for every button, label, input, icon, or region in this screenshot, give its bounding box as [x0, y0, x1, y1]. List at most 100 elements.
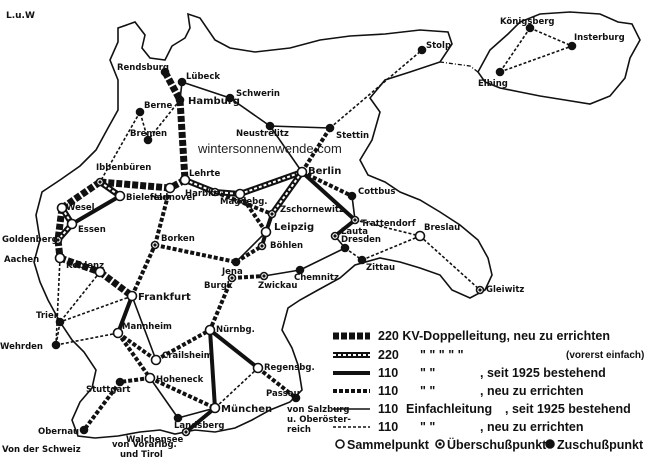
line-neustrelitz-schwerin — [229, 97, 271, 127]
legend-row-4-ditto: " " — [420, 384, 435, 398]
label-nurnberg: Nürnbg. — [216, 325, 255, 335]
line-nurnberg-munchen — [208, 329, 217, 409]
line-crailsheim-nurnberg — [155, 328, 211, 362]
point-dot-borken — [153, 243, 157, 247]
point-leipzig — [260, 226, 272, 238]
legend-row-3-note: , seit 1925 bestehend — [480, 366, 606, 380]
point-dot-lauta — [333, 234, 337, 238]
label-insterburg: Insterburg — [574, 33, 625, 43]
label-lauta: Lauta — [341, 227, 368, 237]
point-hoheneck — [144, 372, 156, 384]
point-dot-trattendorf — [353, 218, 357, 222]
point-crailsheim — [150, 354, 162, 366]
point-wesel — [56, 202, 68, 214]
border-east — [439, 61, 479, 73]
line-bielefeld-essen — [70, 194, 122, 226]
label-breslau: Breslau — [424, 223, 460, 233]
line-chemnitz-dresden — [299, 247, 346, 271]
line-hoheneck-landsberg — [149, 377, 179, 419]
legend-row-6-kv: 110 — [378, 420, 398, 434]
line-berlin-neustrelitz — [269, 125, 303, 173]
label-elbing: Elbing — [478, 79, 508, 89]
line-zittau-breslau — [361, 235, 421, 261]
point-lubeck — [177, 77, 187, 87]
point-elbing — [495, 67, 505, 77]
line-hoheneck-stuttgart — [119, 376, 151, 384]
point-regensburg — [252, 362, 264, 374]
label-trier: Trier — [36, 311, 59, 321]
line-zwickau-chemnitz — [263, 269, 301, 277]
point-breslau — [414, 230, 426, 242]
legend-row-5-ditto: Einfachleitung — [406, 402, 492, 416]
label-bremen: Bremen — [130, 129, 167, 139]
line-rendsburg-hamburg — [161, 70, 184, 102]
legend-row-2-kv: 220 — [378, 348, 399, 362]
label-wesel: Wesel — [66, 203, 95, 213]
legend-uberschusspunkt: Überschußpunkt — [447, 437, 547, 452]
point-bremen — [143, 135, 153, 145]
point-obernau — [79, 425, 89, 435]
label-gleiwitz: Gleiwitz — [486, 285, 524, 295]
line-landsberg-munchen — [177, 407, 216, 419]
line-inner-magdeburg-berlin — [239, 171, 303, 195]
legend-zuschusspunkt: Zuschußpunkt — [557, 438, 644, 452]
point-koblenz — [94, 266, 106, 278]
line-berlin-cottbus — [301, 170, 353, 198]
line-breslau-gleiwitz — [419, 235, 481, 291]
annotation-schweiz: Von der Schweiz — [2, 445, 81, 455]
legend-row-4-note: , neu zu errichten — [480, 384, 584, 398]
line-hannover-ibbenburen — [99, 178, 171, 192]
label-frankfurt: Frankfurt — [138, 292, 191, 303]
point-wehrden — [51, 340, 61, 350]
label-mannheim: Mannheim — [122, 322, 172, 332]
label-konigsberg: Königsberg — [500, 17, 555, 27]
line-mannheim-crailsheim — [116, 331, 158, 362]
annotation-salzburg-3: reich — [287, 425, 311, 435]
legend-row-4-kv: 110 — [378, 384, 398, 398]
label-koblenz: Koblenz — [66, 261, 104, 271]
annotation-salzburg-1: von Salzburg — [287, 405, 350, 415]
line-schwerin-lubeck — [181, 81, 231, 99]
point-stuttgart — [115, 377, 125, 387]
legend-row-5-kv: 110 — [378, 402, 398, 416]
label-hamburg: Hamburg — [188, 96, 240, 107]
point-essen — [66, 218, 78, 230]
point-stolp — [417, 45, 427, 55]
annotation-vorarlberg-2: und Tirol — [120, 450, 163, 460]
label-zittau: Zittau — [366, 263, 395, 273]
legend-row-6-note: , neu zu errichten — [480, 420, 584, 434]
label-landsberg: Landsberg — [174, 421, 224, 431]
line-nurnberg-regensburg — [208, 328, 260, 370]
label-bielefeld: Bielefeld — [126, 193, 168, 203]
line-hamburg-lehrte — [176, 99, 189, 181]
legend-row-2-note: (vorerst einfach) — [566, 350, 644, 361]
label-passau: Passau — [266, 389, 300, 399]
line-jena-bohlen — [234, 244, 264, 264]
line-frankfurt-mannheim — [116, 295, 134, 334]
legend-sammelpunkt-symbol — [335, 439, 345, 449]
line-trattendorf-breslau — [354, 219, 421, 237]
point-munchen — [209, 402, 221, 414]
point-hamburg — [175, 95, 185, 105]
legend-zuschuss-symbol — [545, 439, 555, 449]
legend-row-1: 220 KV-Doppelleitung, neu zu errichten — [378, 329, 610, 343]
point-mannheim — [112, 327, 124, 339]
point-insterburg — [567, 41, 577, 51]
point-dot-gleiwitz — [478, 288, 482, 292]
label-schwerin: Schwerin — [236, 89, 280, 99]
point-frankfurt — [126, 290, 138, 302]
label-berlin: Berlin — [308, 166, 341, 177]
point-schwerin — [225, 93, 235, 103]
label-crailsheim: Crailsheim — [162, 351, 213, 361]
label-aachen: Aachen — [4, 255, 39, 265]
label-zschornewitz: Zschornewitz — [280, 205, 344, 215]
label-magdeburg: Magdebg. — [220, 197, 268, 207]
label-chemnitz: Chemnitz — [294, 273, 339, 283]
label-lehrte: Lehrte — [189, 169, 220, 179]
point-berlin — [296, 166, 308, 178]
line-borken-hannover — [153, 187, 172, 246]
legend-row-3-ditto: " " — [420, 366, 435, 380]
label-cottbus: Cottbus — [358, 187, 395, 197]
point-jena — [231, 257, 241, 267]
